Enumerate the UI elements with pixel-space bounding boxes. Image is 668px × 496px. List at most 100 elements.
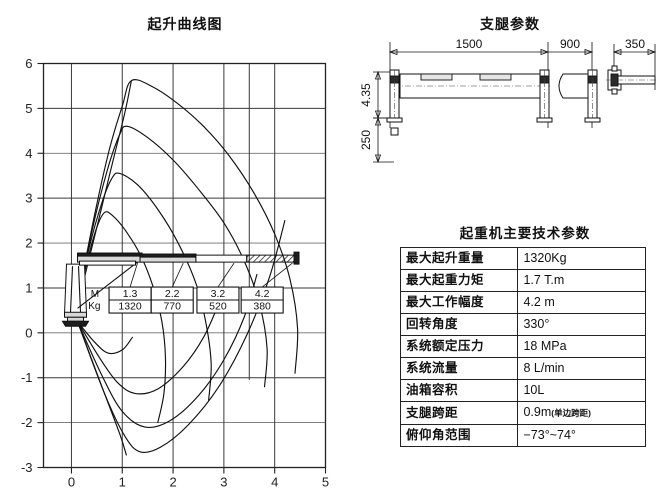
spec-row-label: 最大起重力矩 bbox=[399, 269, 519, 292]
load-box-leader-line bbox=[217, 262, 235, 288]
spec-row-value: 4.2 m bbox=[517, 291, 646, 314]
y-axis-tick-label: -2 bbox=[21, 415, 33, 430]
spec-row-value: −73°~74° bbox=[517, 424, 646, 447]
load-box-load: 770 bbox=[163, 301, 181, 313]
spec-row-label: 回转角度 bbox=[399, 313, 519, 336]
load-box-radius: 3.2 bbox=[211, 288, 226, 300]
load-box-radius: 1.3 bbox=[123, 288, 138, 300]
outrigger-side-view bbox=[606, 65, 658, 95]
crane-mast bbox=[63, 263, 88, 315]
y-axis-tick-label: 4 bbox=[25, 146, 32, 161]
spec-row-value: 1320Kg bbox=[517, 247, 646, 270]
x-axis-tick-label: 0 bbox=[68, 475, 75, 490]
y-axis-tick-label: -3 bbox=[21, 460, 33, 475]
boom-section-3 bbox=[195, 254, 248, 263]
spec-row-label: 支腿跨距 bbox=[399, 401, 519, 425]
curve-short-arc-inner bbox=[76, 321, 133, 355]
outrigger-beam bbox=[386, 69, 553, 136]
curve-lower-arc-2 bbox=[76, 273, 258, 429]
boom-tie-rod bbox=[77, 261, 138, 309]
slew-ring bbox=[64, 311, 88, 318]
mast-edge-right bbox=[77, 266, 82, 313]
outrigger-diagram: 1500 900 350 4.35 bbox=[350, 0, 668, 205]
spec-row-value: 10L bbox=[517, 379, 646, 402]
x-axis-tick-label: 1 bbox=[119, 475, 126, 490]
spec-row-value: 0.9m(单边跨距) bbox=[517, 401, 646, 425]
outrigger-diagram-title: 支腿参数 bbox=[480, 16, 540, 32]
plot-area-border bbox=[42, 62, 327, 469]
chart-curves bbox=[73, 79, 299, 456]
spec-row-label: 油箱容积 bbox=[399, 379, 519, 402]
load-box-load: 1320 bbox=[118, 301, 142, 313]
unit-label-m: M bbox=[91, 289, 99, 300]
x-axis-tick-label: 2 bbox=[169, 475, 176, 490]
load-box-leader-line bbox=[261, 262, 293, 288]
dim-height-lower-text: 250 bbox=[359, 130, 373, 150]
chart-title: 起升曲线图 bbox=[147, 16, 223, 32]
spec-row-label: 系统流量 bbox=[399, 357, 519, 380]
load-box-load: 520 bbox=[209, 301, 227, 313]
spec-row-value: 18 MPa bbox=[517, 335, 646, 358]
y-axis-tick-label: 0 bbox=[25, 325, 32, 340]
dim-height-lower: 250 bbox=[359, 116, 394, 164]
curve-lower-arc-1 bbox=[76, 303, 220, 395]
spec-table-title: 起重机主要技术参数 bbox=[459, 226, 591, 241]
boom-lower-chord bbox=[79, 260, 136, 266]
y-axis-tick-label: 3 bbox=[25, 191, 32, 206]
mast-edge-left bbox=[69, 266, 74, 313]
y-axis-tick-label: 1 bbox=[25, 280, 32, 295]
boom-top-chord-2 bbox=[139, 253, 197, 258]
spec-row-label: 最大起升重量 bbox=[399, 247, 519, 270]
x-axis-tick-label: 4 bbox=[271, 475, 278, 490]
curve-boom-section-2-upper bbox=[73, 172, 212, 401]
spec-row-value: 330° bbox=[517, 313, 646, 336]
load-box-radius: 4.2 bbox=[255, 288, 270, 300]
load-box-load: 380 bbox=[253, 301, 271, 313]
boom-top-chord-1 bbox=[77, 252, 143, 257]
load-box-radius: 2.2 bbox=[165, 288, 180, 300]
spec-row-label: 俯仰角范围 bbox=[399, 424, 519, 447]
y-axis-tick-label: 6 bbox=[25, 56, 32, 71]
x-axis-tick-label: 5 bbox=[322, 475, 329, 490]
dim-height-upper-text: 4.35 bbox=[359, 83, 373, 107]
crane-illustration bbox=[61, 251, 300, 327]
curve-lower-straight bbox=[76, 321, 127, 456]
spec-row-value: 8 L/min bbox=[517, 357, 646, 380]
spec-row-label: 最大工作幅度 bbox=[399, 291, 519, 314]
x-axis-tick-label: 3 bbox=[220, 475, 227, 490]
spec-row-label: 系统额定压力 bbox=[399, 335, 519, 358]
crane-base-plate bbox=[61, 320, 90, 327]
spec-table-row: 俯仰角范围−73°~74° bbox=[399, 424, 646, 447]
chart-ticks bbox=[37, 62, 327, 474]
unit-label-kg: Kg bbox=[88, 301, 100, 312]
y-axis-tick-label: 2 bbox=[25, 236, 32, 251]
dim-span-main-text: 1500 bbox=[456, 37, 483, 51]
spec-row-value: 1.7 T.m bbox=[517, 269, 646, 292]
dim-span-second-text: 900 bbox=[560, 37, 580, 51]
turntable bbox=[67, 316, 85, 322]
outrigger-secondary bbox=[558, 69, 601, 123]
load-box-leader-line bbox=[129, 262, 138, 288]
boom-tip-head bbox=[293, 251, 300, 265]
dim-span-side-text: 350 bbox=[625, 37, 645, 51]
dim-height-upper: 4.35 bbox=[359, 70, 394, 120]
boom-section-4-telescopic bbox=[246, 254, 296, 263]
y-axis-tick-label: -1 bbox=[21, 370, 33, 385]
